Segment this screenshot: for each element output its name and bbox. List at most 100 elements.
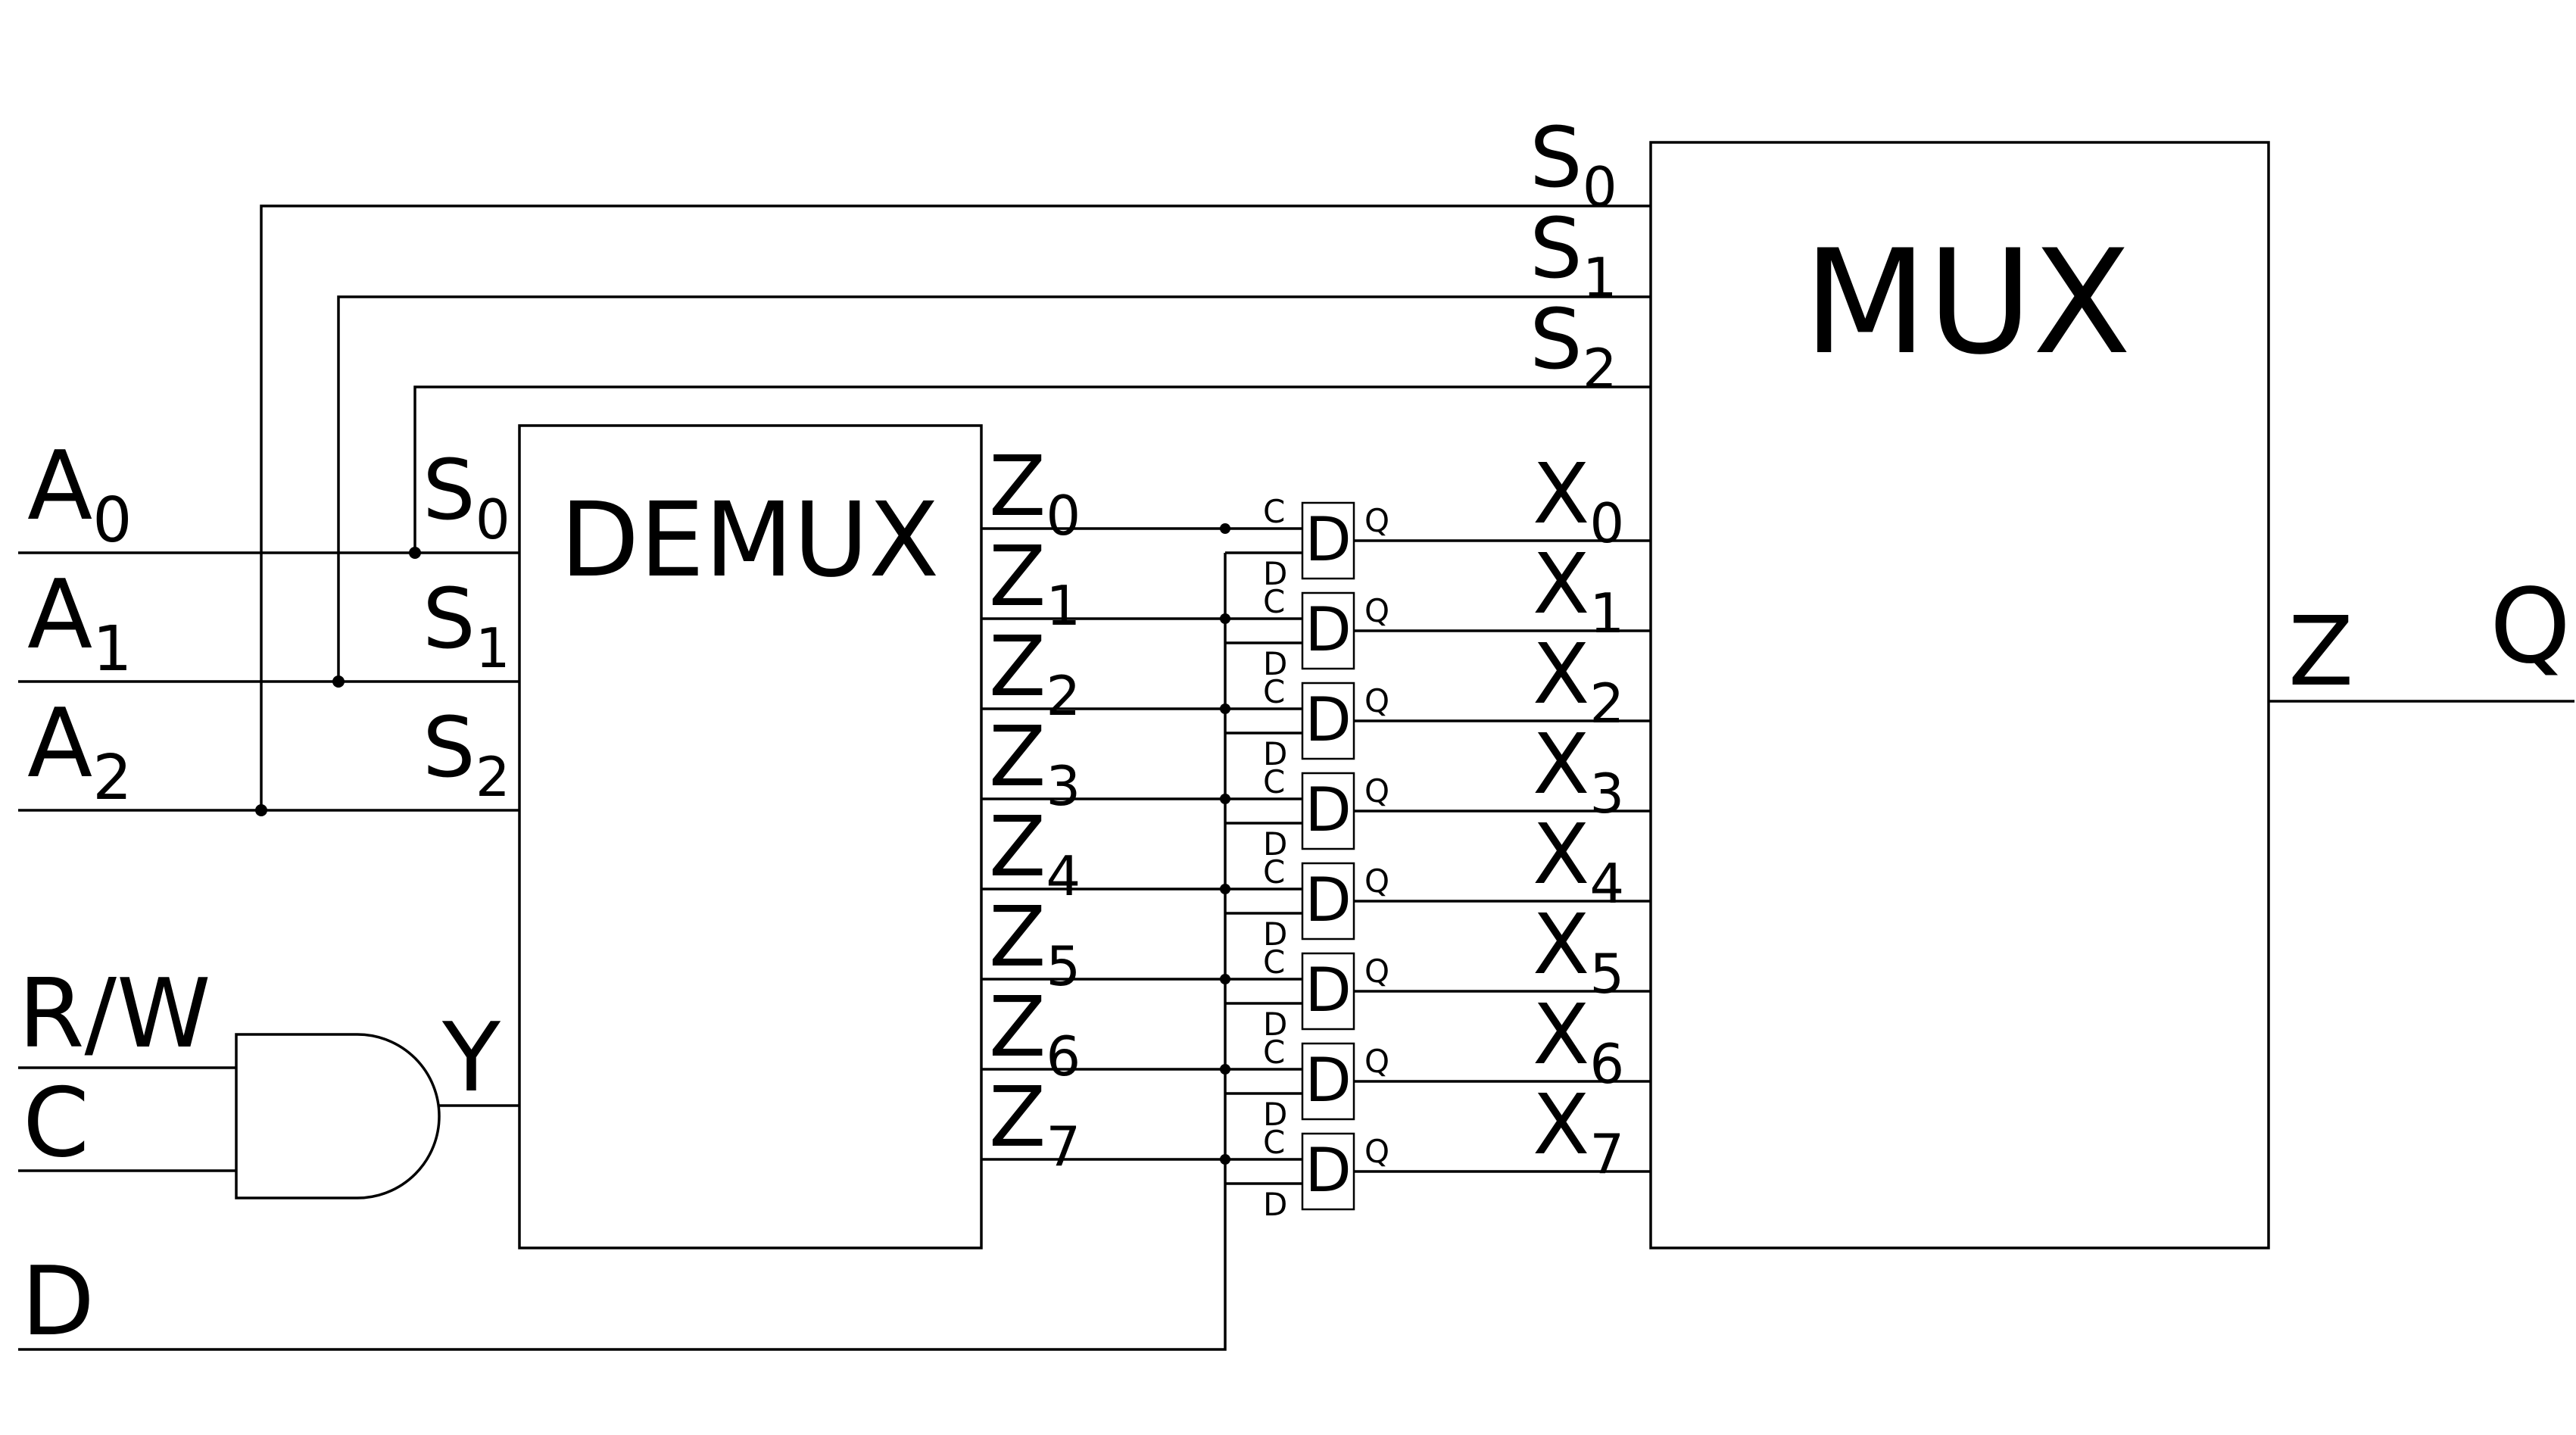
flipflop-body — [1301, 1042, 1355, 1121]
junction-d-bus — [1220, 974, 1230, 984]
flipflop-data-pin: D — [1263, 735, 1287, 772]
flipflop-label: D — [1305, 594, 1352, 665]
mux-input-x5: X5 — [1533, 896, 1624, 1006]
mux-input-x3: X3 — [1533, 716, 1624, 825]
junction-d-bus — [1220, 794, 1230, 804]
mux-select-s2: S2 — [1530, 291, 1617, 401]
demux-select-s1: S1 — [423, 570, 510, 680]
flipflop-out-pin: Q — [1364, 682, 1389, 719]
flipflop-out-pin: Q — [1364, 502, 1389, 539]
flipflop-body — [1301, 1132, 1355, 1211]
flipflop-body — [1301, 501, 1355, 580]
flipflop-clock-pin: C — [1263, 673, 1285, 710]
wire-a2-to-mux-s0 — [260, 204, 1651, 810]
label-y: Y — [441, 1002, 501, 1113]
demux-select-s2: S2 — [423, 699, 510, 809]
flipflop-body — [1301, 952, 1355, 1031]
flipflop-data-pin: D — [1263, 1186, 1287, 1223]
mux-select-s1: S1 — [1530, 200, 1617, 310]
flipflop-data-pin: D — [1263, 1006, 1287, 1043]
wire-a0-to-mux-s2 — [413, 385, 1651, 553]
flipflop-out-pin: Q — [1364, 953, 1389, 990]
demux-output-z3: Z3 — [989, 708, 1081, 818]
label-mux-z: Z — [2288, 596, 2353, 707]
flipflop-body — [1301, 682, 1355, 760]
demux-output-z6: Z6 — [989, 978, 1081, 1088]
flipflop-out-pin: Q — [1364, 1043, 1389, 1080]
junction-d-bus — [1220, 884, 1230, 894]
label-c: C — [23, 1067, 89, 1178]
flipflop-label: D — [1305, 1045, 1352, 1115]
flipflop-body — [1301, 862, 1355, 941]
demux-output-z4: Z4 — [989, 798, 1081, 908]
junction-d-bus — [1220, 523, 1230, 534]
flipflop-out-pin: Q — [1364, 863, 1389, 900]
mux-input-x2: X2 — [1533, 625, 1624, 735]
flipflop-data-pin: D — [1263, 555, 1287, 592]
flipflop-data-pin: D — [1263, 825, 1287, 863]
flipflop-out-pin: Q — [1364, 1133, 1389, 1170]
flipflop-data-pin: D — [1263, 916, 1287, 953]
demux-output-z7: Z7 — [989, 1068, 1081, 1178]
flipflop-label: D — [1305, 504, 1352, 575]
flipflop-data-pin: D — [1263, 1096, 1287, 1133]
demux-output-z1: Z1 — [989, 528, 1081, 638]
label-a1: A1 — [27, 559, 132, 685]
flipflop-out-pin: Q — [1364, 592, 1389, 629]
wire-d — [18, 553, 1227, 1351]
label-rw: R/W — [18, 958, 211, 1069]
junction-a2 — [255, 804, 267, 816]
junction-d-bus — [1220, 613, 1230, 624]
junction-a1 — [332, 675, 345, 688]
flipflop-label: D — [1305, 955, 1352, 1025]
flipflop-data-pin: D — [1263, 645, 1287, 682]
flipflop-body — [1301, 591, 1355, 670]
wire-a1-to-mux-s1 — [337, 295, 1651, 682]
flipflop-clock-pin: C — [1263, 944, 1285, 981]
demux-block — [518, 424, 983, 1249]
flipflop-label: D — [1305, 865, 1352, 935]
demux-output-z2: Z2 — [989, 618, 1081, 728]
demux-output-z5: Z5 — [989, 888, 1081, 998]
demux-output-z0: Z0 — [989, 438, 1081, 547]
junction-a0 — [409, 547, 421, 559]
demux-select-s0: S0 — [423, 441, 510, 551]
flipflop-label: D — [1305, 775, 1352, 845]
and-gate — [235, 1033, 441, 1199]
junction-d-bus — [1220, 1064, 1230, 1075]
flipflop-clock-pin: C — [1263, 493, 1285, 530]
mux-block — [1649, 141, 2270, 1249]
mux-title: MUX — [1803, 219, 2131, 386]
label-output-q: Q — [2490, 567, 2571, 687]
label-d: D — [21, 1246, 95, 1357]
flipflop-out-pin: Q — [1364, 772, 1389, 810]
junction-d-bus — [1220, 703, 1230, 714]
flipflop-clock-pin: C — [1263, 763, 1285, 800]
mux-input-x7: X7 — [1533, 1076, 1624, 1186]
flipflop-clock-pin: C — [1263, 583, 1285, 620]
label-a0: A0 — [27, 430, 132, 557]
flipflop-clock-pin: C — [1263, 1034, 1285, 1071]
flipflop-label: D — [1305, 1135, 1352, 1206]
mux-input-x4: X4 — [1533, 806, 1624, 916]
mux-input-x6: X6 — [1533, 986, 1624, 1096]
flipflop-clock-pin: C — [1263, 853, 1285, 891]
mux-select-s0: S0 — [1530, 109, 1617, 219]
label-a2: A2 — [27, 688, 132, 814]
mux-input-x0: X0 — [1533, 445, 1624, 555]
